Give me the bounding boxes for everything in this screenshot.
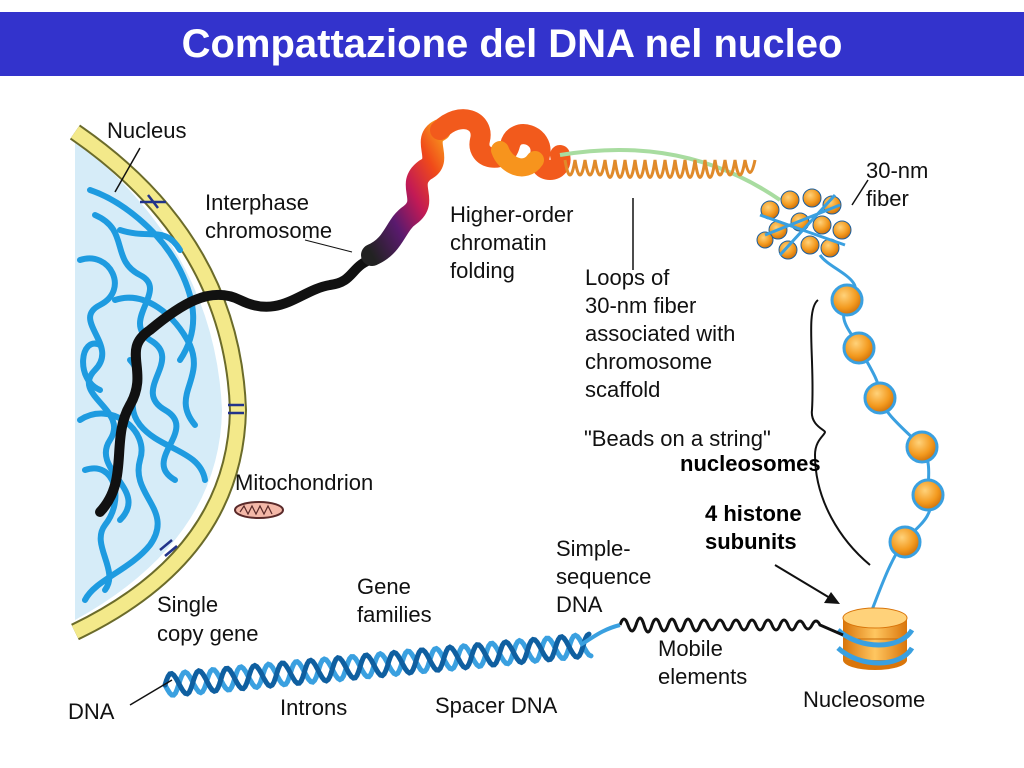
- title-bar: Compattazione del DNA nel nucleo: [0, 12, 1024, 76]
- label-histone-line2: subunits: [705, 529, 797, 554]
- fiber-30nm: [756, 188, 852, 260]
- label-beads-line2: nucleosomes: [680, 451, 821, 476]
- label-mitochondrion: Mitochondrion: [235, 470, 373, 495]
- label-loops-line1: Loops of: [585, 265, 670, 290]
- coiled-dna: [618, 616, 844, 637]
- label-mobile-line2: elements: [658, 664, 747, 689]
- label-histone-line1: 4 histone: [705, 501, 802, 526]
- label-interphase-line2: chromosome: [205, 218, 332, 243]
- label-single-copy-line1: Single: [157, 592, 218, 617]
- label-loops-line3: associated with: [585, 321, 735, 346]
- label-higher-line3: folding: [450, 258, 515, 283]
- label-higher-line2: chromatin: [450, 230, 547, 255]
- label-loops-line5: scaffold: [585, 377, 660, 402]
- dna-double-helix: [162, 631, 594, 698]
- label-introns: Introns: [280, 695, 347, 720]
- nucleus-pointer: [114, 147, 141, 193]
- nuclear-pores: [140, 194, 244, 557]
- label-loops-line4: chromosome: [585, 349, 712, 374]
- mitochondrion: [234, 501, 284, 519]
- nucleus: [69, 124, 380, 641]
- nucleosome: [836, 607, 915, 670]
- interphase-pointer: [304, 239, 353, 253]
- label-dna: DNA: [68, 699, 115, 724]
- label-mobile-line1: Mobile: [658, 636, 723, 661]
- label-simple-line1: Simple-: [556, 536, 631, 561]
- label-simple-line3: DNA: [556, 592, 603, 617]
- label-30nm-line2: fiber: [866, 186, 909, 211]
- beads-bracket: [810, 299, 871, 566]
- label-gene-families-line2: families: [357, 602, 432, 627]
- label-spacer-dna: Spacer DNA: [435, 693, 558, 718]
- label-loops-line2: 30-nm fiber: [585, 293, 696, 318]
- dna-pointer: [129, 679, 173, 706]
- label-higher-line1: Higher-order: [450, 202, 574, 227]
- label-simple-line2: sequence: [556, 564, 651, 589]
- histone-arrow: [774, 564, 831, 599]
- beads-on-a-string: [818, 254, 945, 616]
- label-nucleosome: Nucleosome: [803, 687, 925, 712]
- label-single-copy-line2: copy gene: [157, 621, 259, 646]
- chromosome-scaffold-loops: [559, 147, 782, 202]
- label-30nm-line1: 30-nm: [866, 158, 928, 183]
- higher-order-folding: [361, 109, 571, 266]
- label-nucleus: Nucleus: [107, 118, 186, 143]
- label-beads-line1: "Beads on a string": [584, 426, 771, 451]
- label-gene-families-line1: Gene: [357, 574, 411, 599]
- interphase-chromosome: [95, 253, 380, 517]
- label-interphase-line1: Interphase: [205, 190, 309, 215]
- page-title: Compattazione del DNA nel nucleo: [181, 22, 843, 66]
